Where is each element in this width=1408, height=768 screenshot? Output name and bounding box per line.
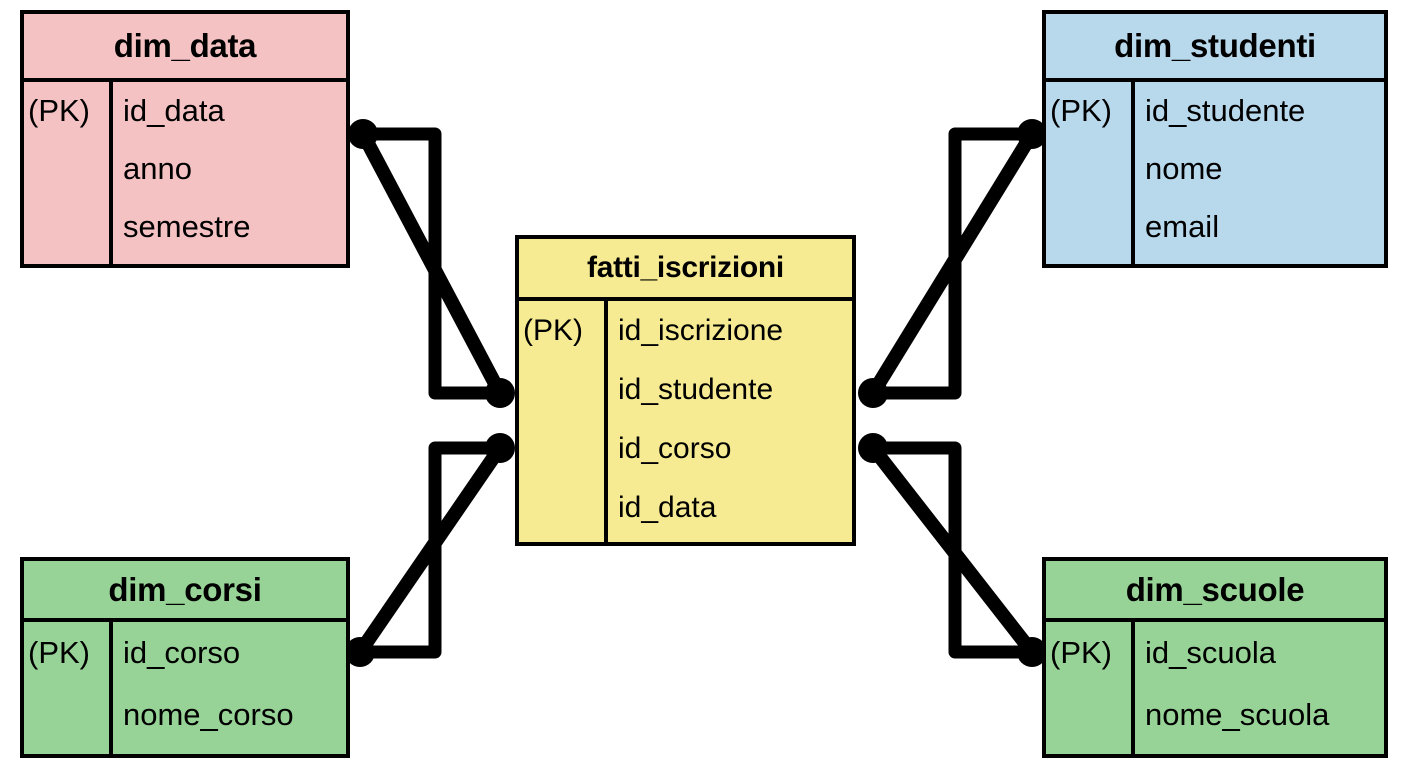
field-item: anno	[123, 151, 192, 186]
field-item: id_studente	[618, 373, 774, 406]
pk-column-dim-scuole: (PK)	[1046, 622, 1135, 754]
entity-dim-corsi[interactable]: dim_corsi (PK) id_corso nome_corso	[20, 557, 350, 758]
field-item: nome_scuola	[1145, 697, 1330, 732]
field-item: id_corso	[123, 635, 241, 670]
pk-marker: (PK)	[1050, 635, 1112, 670]
relationship-endpoint-dot	[485, 378, 515, 408]
field-item: id_data	[123, 93, 225, 128]
relationship-endpoint-dot	[345, 637, 375, 667]
entity-body-dim-scuole: (PK) id_scuola nome_scuola	[1046, 622, 1384, 754]
entity-dim-scuole[interactable]: dim_scuole (PK) id_scuola nome_scuola	[1042, 557, 1388, 758]
pk-column-dim-studenti: (PK)	[1046, 82, 1135, 264]
field-list-dim-studenti: id_studente nome email	[1135, 82, 1384, 264]
field-list-dim-corsi: id_corso nome_corso	[113, 622, 346, 754]
pk-marker: (PK)	[523, 314, 583, 347]
entity-title-dim-scuole: dim_scuole	[1046, 561, 1384, 622]
relationship-endpoint-dot	[858, 378, 888, 408]
field-item: id_iscrizione	[618, 314, 784, 347]
field-list-fatti-iscrizioni: id_iscrizione id_studente id_corso id_da…	[608, 301, 852, 542]
field-item: semestre	[123, 209, 251, 244]
field-item: id_studente	[1145, 93, 1306, 128]
field-item: id_data	[618, 491, 717, 524]
entity-title-dim-studenti: dim_studenti	[1046, 14, 1384, 82]
pk-column-dim-corsi: (PK)	[24, 622, 113, 754]
relationship-endpoint-dot	[1017, 119, 1047, 149]
pk-marker: (PK)	[28, 93, 90, 128]
relationship-line-diagonal	[353, 441, 507, 659]
entity-dim-studenti[interactable]: dim_studenti (PK) id_studente nome email	[1042, 10, 1388, 268]
entity-body-dim-data: (PK) id_data anno semestre	[24, 82, 346, 264]
entity-title-fatti-iscrizioni: fatti_iscrizioni	[519, 239, 852, 301]
relationship-dim-corsi-fatti	[345, 433, 515, 667]
relationship-line-diagonal	[866, 441, 1039, 659]
field-item: id_scuola	[1145, 635, 1276, 670]
entity-dim-data[interactable]: dim_data (PK) id_data anno semestre	[20, 10, 350, 268]
relationship-dim-scuole-fatti	[858, 433, 1047, 667]
pk-column-fatti-iscrizioni: (PK)	[519, 301, 608, 542]
pk-marker: (PK)	[28, 635, 90, 670]
field-list-dim-data: id_data anno semestre	[113, 82, 346, 264]
pk-column-dim-data: (PK)	[24, 82, 113, 264]
field-item: nome_corso	[123, 697, 294, 732]
relationship-endpoint-dot	[485, 433, 515, 463]
relationship-dim-studenti-fatti	[858, 119, 1047, 408]
field-item: id_corso	[618, 432, 732, 465]
relationship-endpoint-dot	[858, 433, 888, 463]
pk-marker: (PK)	[1050, 93, 1112, 128]
relationship-line-diagonal	[356, 127, 507, 400]
entity-body-fatti-iscrizioni: (PK) id_iscrizione id_studente id_corso …	[519, 301, 852, 542]
entity-fatti-iscrizioni[interactable]: fatti_iscrizioni (PK) id_iscrizione id_s…	[515, 235, 856, 546]
entity-title-dim-corsi: dim_corsi	[24, 561, 346, 622]
field-item: nome	[1145, 151, 1223, 186]
entity-title-dim-data: dim_data	[24, 14, 346, 82]
entity-body-dim-corsi: (PK) id_corso nome_corso	[24, 622, 346, 754]
field-list-dim-scuole: id_scuola nome_scuola	[1135, 622, 1384, 754]
relationship-endpoint-dot	[348, 119, 378, 149]
relationship-dim-data-fatti	[348, 119, 515, 408]
relationship-endpoint-dot	[1017, 637, 1047, 667]
field-item: email	[1145, 209, 1220, 244]
relationship-line-diagonal	[866, 127, 1039, 400]
entity-body-dim-studenti: (PK) id_studente nome email	[1046, 82, 1384, 264]
